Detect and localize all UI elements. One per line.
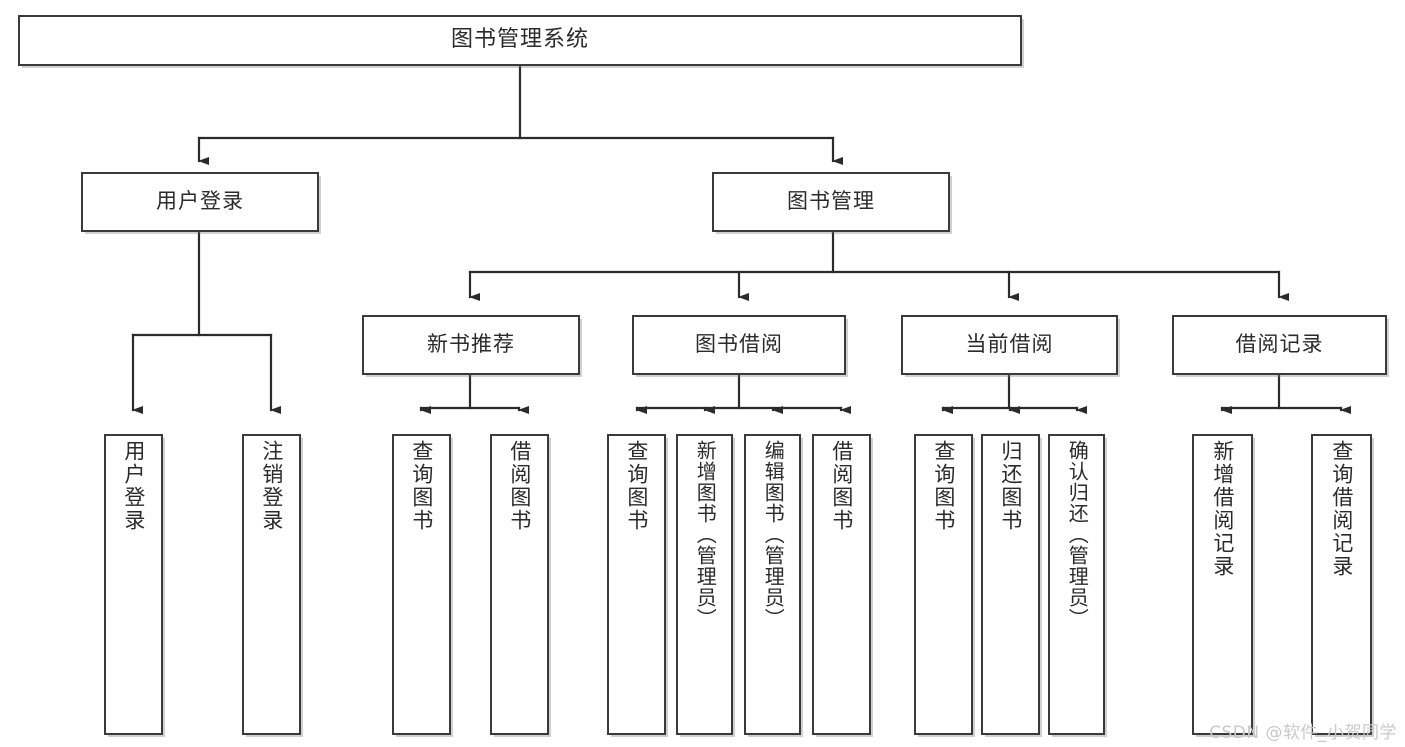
node-book-management-label: 图书管理: [787, 189, 875, 214]
node-user-login[interactable]: 用户登录: [81, 172, 319, 232]
leaf-book-borrow-2[interactable]: 编辑图书（管理员）: [744, 434, 801, 735]
leaf-book-borrow-2-label: 编辑图书（管理员）: [761, 440, 786, 629]
node-book-management[interactable]: 图书管理: [712, 172, 950, 232]
node-current-borrow[interactable]: 当前借阅: [901, 315, 1118, 375]
node-root-label: 图书管理系统: [450, 27, 589, 53]
leaf-book-borrow-0[interactable]: 查询图书: [607, 434, 666, 735]
leaf-current-borrow-2-label: 确认归还（管理员）: [1065, 440, 1090, 629]
leaf-user-login-0[interactable]: 用户登录: [104, 434, 163, 735]
node-book-borrow[interactable]: 图书借阅: [632, 315, 846, 375]
leaf-book-borrow-1[interactable]: 新增图书（管理员）: [676, 434, 733, 735]
leaf-borrow-records-0[interactable]: 新增借阅记录: [1192, 434, 1253, 735]
leaf-current-borrow-1[interactable]: 归还图书: [981, 434, 1040, 735]
leaf-borrow-records-0-label: 新增借阅记录: [1210, 440, 1235, 578]
leaf-borrow-records-1-label: 查询借阅记录: [1329, 440, 1354, 578]
node-book-borrow-label: 图书借阅: [695, 332, 783, 357]
leaf-new-book-recommend-1-label: 借阅图书: [507, 440, 532, 532]
node-borrow-records[interactable]: 借阅记录: [1172, 315, 1387, 375]
leaf-user-login-0-label: 用户登录: [121, 440, 146, 532]
leaf-book-borrow-1-label: 新增图书（管理员）: [693, 440, 718, 629]
leaf-user-login-1-label: 注销登录: [259, 440, 284, 532]
leaf-book-borrow-3-label: 借阅图书: [829, 440, 854, 532]
node-borrow-records-label: 借阅记录: [1235, 332, 1324, 357]
node-new-book-recommend-label: 新书推荐: [427, 332, 515, 357]
leaf-current-borrow-0-label: 查询图书: [931, 440, 956, 532]
leaf-current-borrow-1-label: 归还图书: [998, 440, 1023, 532]
leaf-user-login-1[interactable]: 注销登录: [242, 434, 301, 735]
node-new-book-recommend[interactable]: 新书推荐: [362, 315, 580, 375]
node-root[interactable]: 图书管理系统: [18, 15, 1022, 66]
leaf-current-borrow-0[interactable]: 查询图书: [914, 434, 973, 735]
leaf-new-book-recommend-1[interactable]: 借阅图书: [490, 434, 549, 735]
leaf-book-borrow-0-label: 查询图书: [624, 440, 649, 532]
leaf-book-borrow-3[interactable]: 借阅图书: [812, 434, 871, 735]
leaf-new-book-recommend-0-label: 查询图书: [409, 440, 434, 532]
leaf-new-book-recommend-0[interactable]: 查询图书: [392, 434, 451, 735]
node-current-borrow-label: 当前借阅: [965, 332, 1054, 357]
leaf-current-borrow-2[interactable]: 确认归还（管理员）: [1048, 434, 1105, 735]
leaf-borrow-records-1[interactable]: 查询借阅记录: [1311, 434, 1372, 735]
node-user-login-label: 用户登录: [156, 189, 244, 214]
